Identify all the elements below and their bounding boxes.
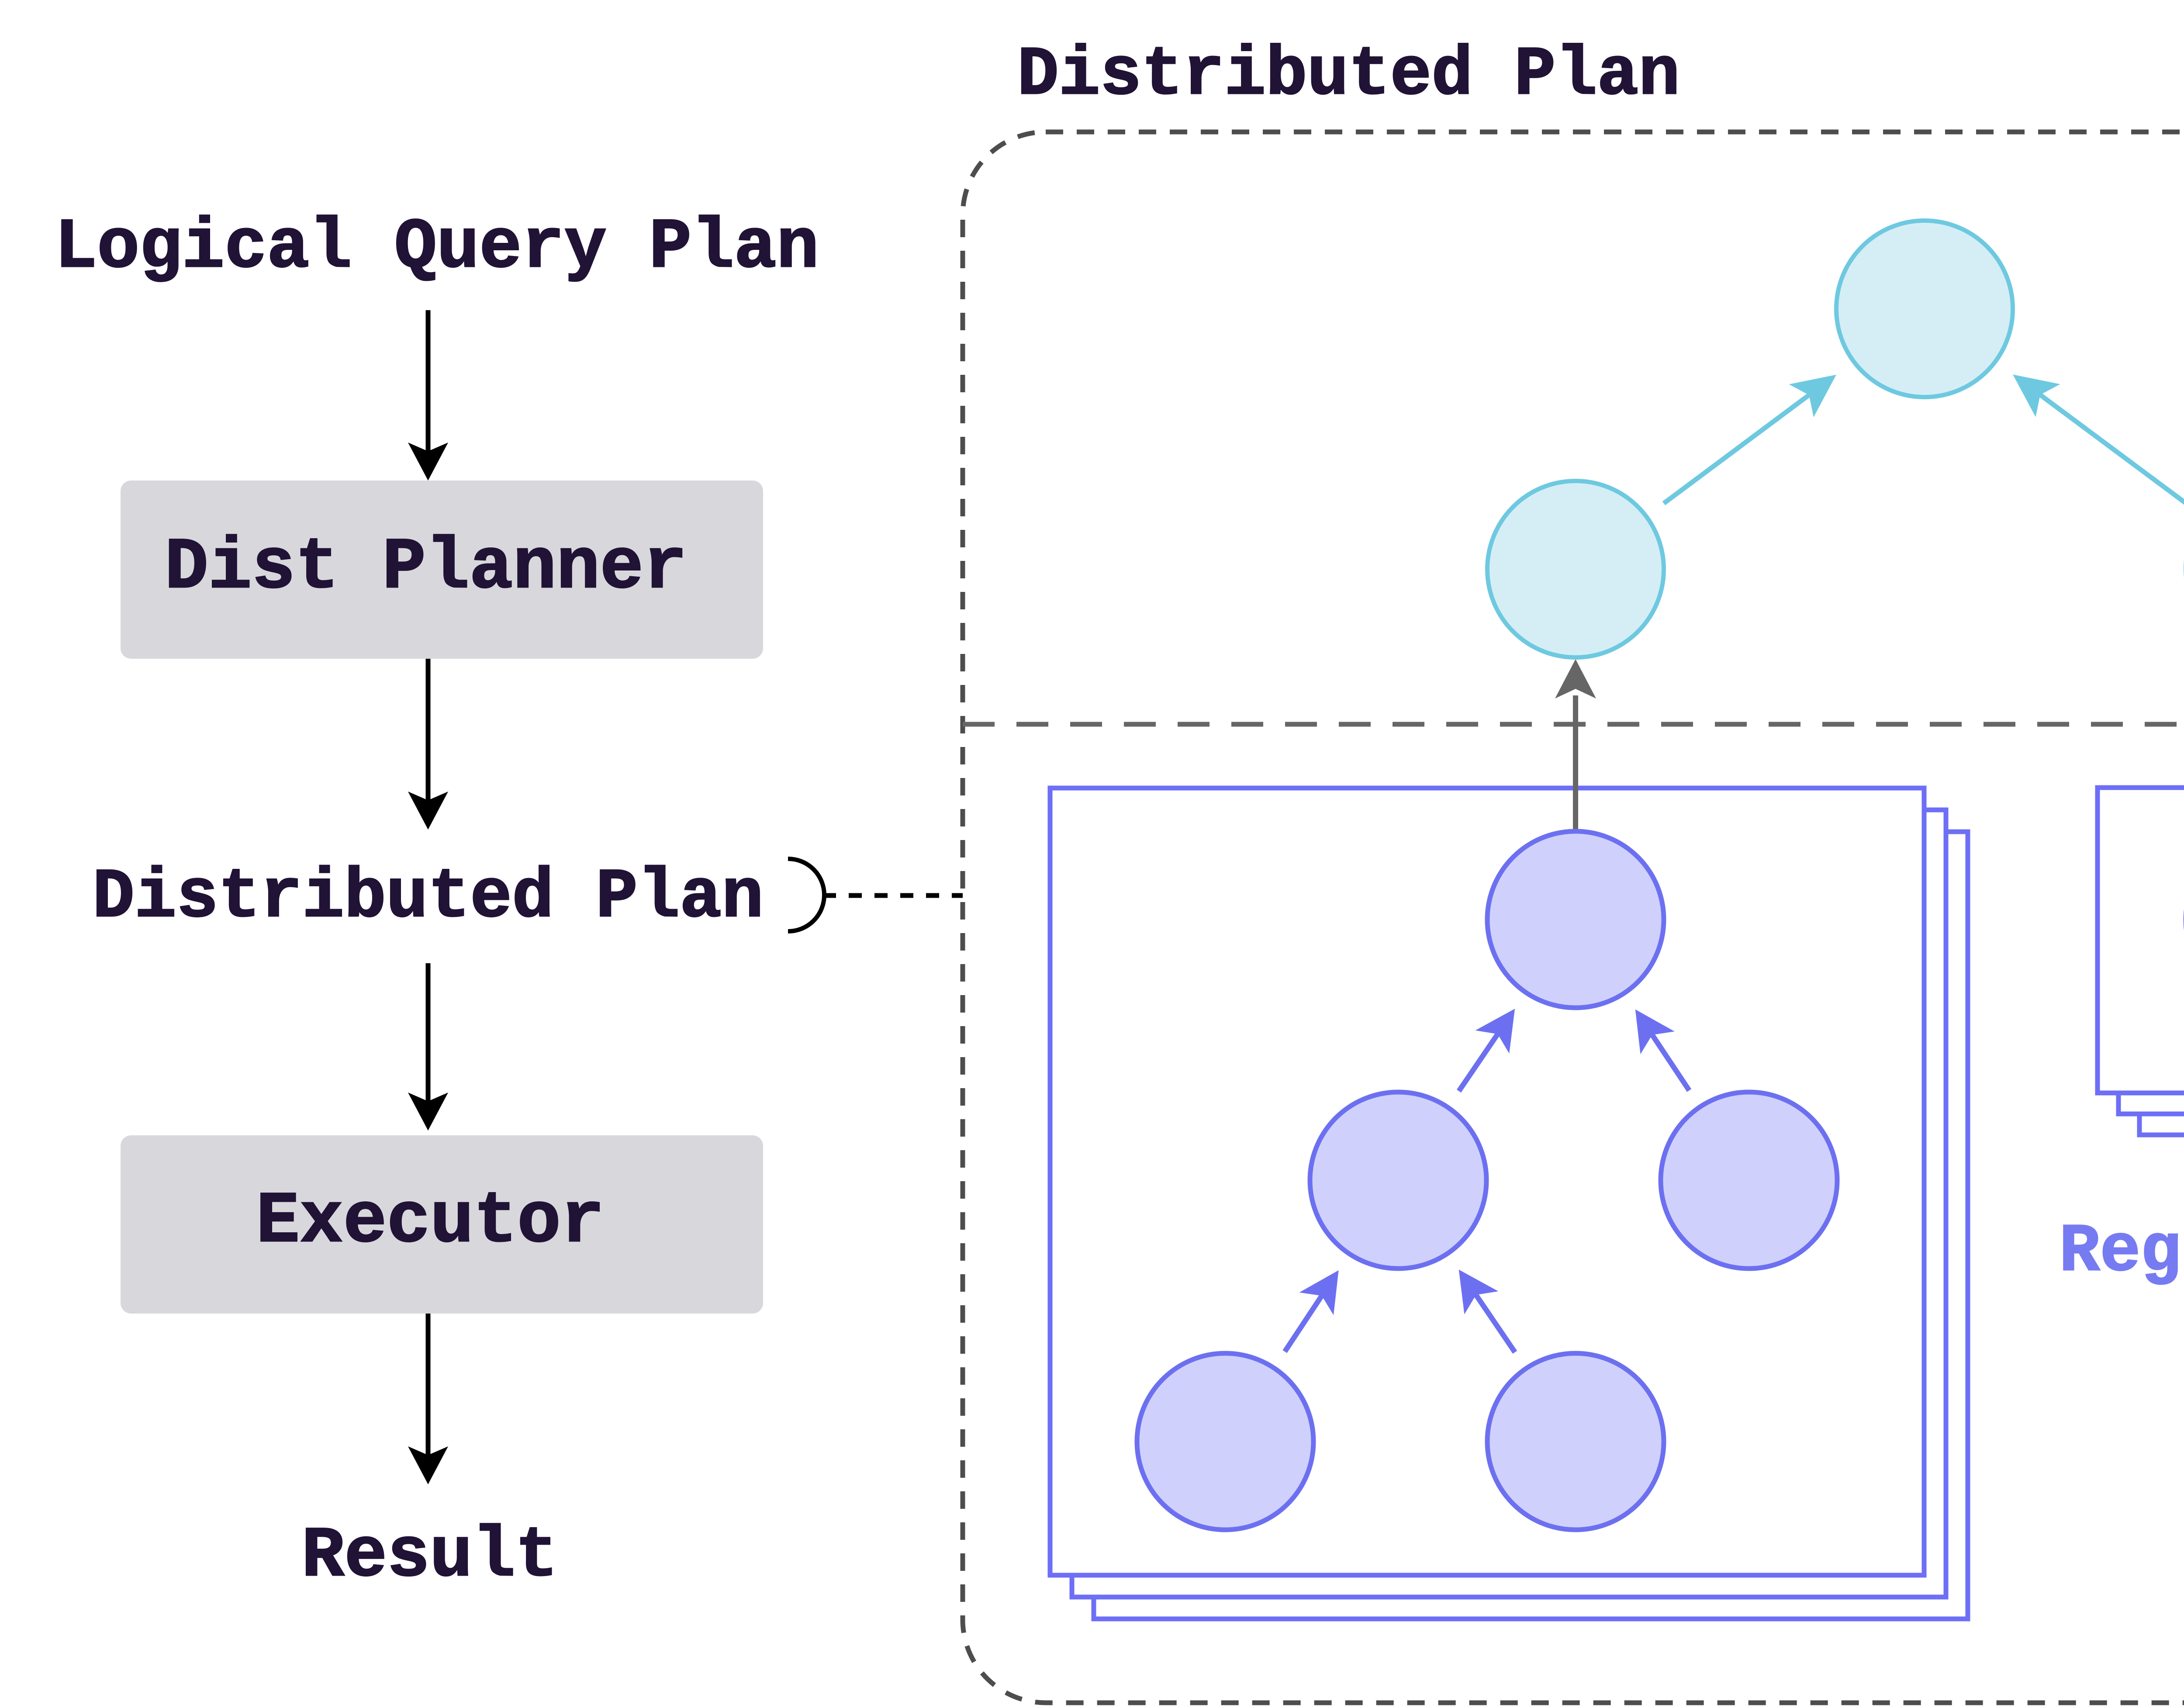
svg-text:Distributed Plan: Distributed Plan	[93, 858, 764, 937]
svg-text:Result: Result	[302, 1516, 558, 1597]
svg-text:Logical Query Plan: Logical Query Plan	[55, 207, 819, 288]
svg-text:Distributed Plan: Distributed Plan	[1017, 36, 1680, 114]
svg-text:Dist Planner: Dist Planner	[165, 527, 687, 609]
svg-text:Executor: Executor	[256, 1181, 605, 1263]
svg-text:Regions: Regions	[2059, 1214, 2184, 1290]
